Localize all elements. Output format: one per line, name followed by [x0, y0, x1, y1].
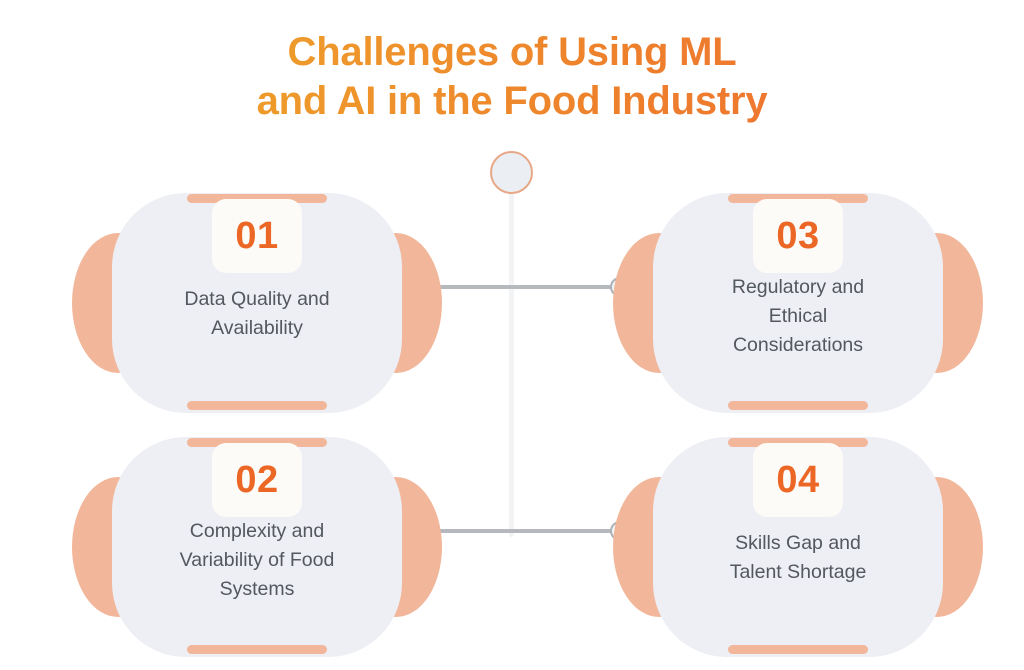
connector-line-card-3 — [511, 285, 617, 289]
card-label: Regulatory and Ethical Considerations — [731, 276, 865, 356]
card-bottom-bar-icon — [187, 401, 327, 410]
challenge-card-04[interactable]: 04 Skills Gap and Talent Shortage — [613, 437, 983, 657]
card-top-bar-icon — [187, 438, 327, 447]
challenge-card-03[interactable]: 03 Regulatory and Ethical Considerations — [613, 193, 983, 413]
card-bottom-bar-icon — [728, 645, 868, 654]
card-number: 02 — [235, 459, 279, 501]
challenge-card-01[interactable]: 01 Data Quality and Availability — [72, 193, 442, 413]
card-top-bar-icon — [728, 438, 868, 447]
card-body: 02 Complexity and Variability of Food Sy… — [112, 437, 402, 657]
card-top-bar-icon — [187, 194, 327, 203]
card-number: 03 — [776, 215, 820, 257]
card-number-badge: 03 — [753, 199, 843, 273]
card-number: 04 — [776, 459, 820, 501]
card-body: 04 Skills Gap and Talent Shortage — [653, 437, 943, 657]
card-number-badge: 02 — [212, 443, 302, 517]
card-body: 03 Regulatory and Ethical Considerations — [653, 193, 943, 413]
card-label: Complexity and Variability of Food Syste… — [179, 520, 335, 600]
spine-top-node-icon — [490, 151, 533, 194]
connector-line-card-1 — [418, 285, 513, 289]
connector-line-card-2 — [418, 529, 513, 533]
page-title: Challenges of Using ML and AI in the Foo… — [0, 28, 1024, 126]
card-body: 01 Data Quality and Availability — [112, 193, 402, 413]
center-spine-line — [509, 175, 514, 537]
card-top-bar-icon — [728, 194, 868, 203]
card-number: 01 — [235, 215, 279, 257]
card-bottom-bar-icon — [187, 645, 327, 654]
card-label: Skills Gap and Talent Shortage — [729, 532, 867, 583]
card-number-badge: 04 — [753, 443, 843, 517]
connector-line-card-4 — [511, 529, 617, 533]
challenge-card-02[interactable]: 02 Complexity and Variability of Food Sy… — [72, 437, 442, 657]
card-number-badge: 01 — [212, 199, 302, 273]
card-label: Data Quality and Availability — [184, 288, 330, 339]
card-bottom-bar-icon — [728, 401, 868, 410]
